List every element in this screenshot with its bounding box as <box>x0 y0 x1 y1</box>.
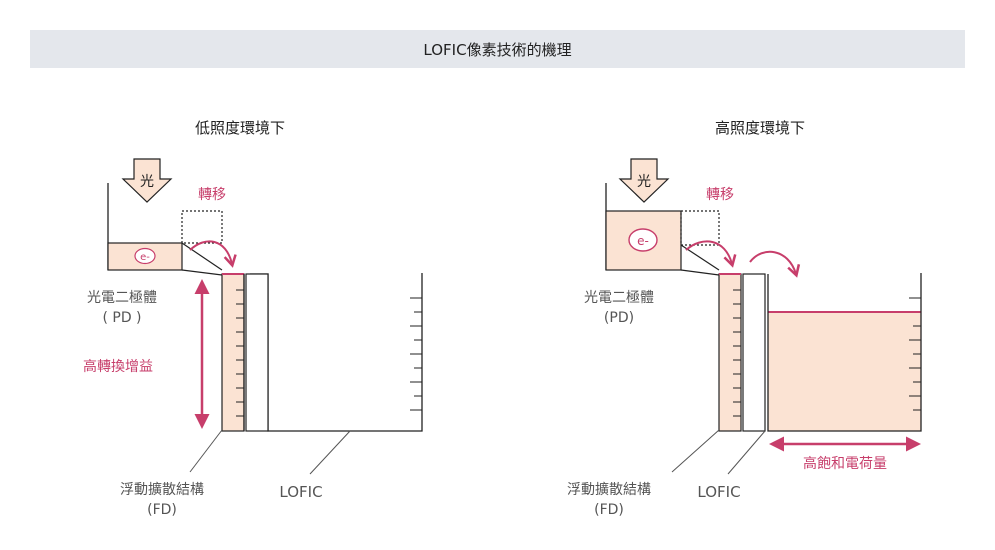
pd-abbr: ( PD ) <box>102 310 141 326</box>
transfer-arrow <box>189 240 237 268</box>
transfer-label: 轉移 <box>706 187 734 203</box>
pd-abbr: (PD) <box>604 310 634 326</box>
light-arrow-icon: 光 <box>121 158 173 203</box>
lofic-switch <box>245 273 269 432</box>
lofic-charge <box>768 312 921 431</box>
fd-ticks <box>236 289 244 417</box>
fd-ticks <box>733 289 741 417</box>
right-heading: 高照度環境下 <box>715 119 805 137</box>
transfer-label: 轉移 <box>198 187 226 203</box>
lofic-label: LOFIC <box>697 483 740 501</box>
fd-leader <box>189 429 223 473</box>
left-panel: 低照度環境下 光 e- 轉移 <box>83 119 423 518</box>
fd-abbr: (FD) <box>594 502 624 518</box>
gate-slope <box>181 269 223 276</box>
transfer-gate <box>181 210 223 244</box>
lofic-label: LOFIC <box>279 483 322 501</box>
fd-column <box>718 273 742 432</box>
gate-slope <box>181 242 223 271</box>
lofic-leader <box>727 430 766 475</box>
fd-abbr: (FD) <box>147 502 177 518</box>
title-bar: LOFIC像素技術的機理 <box>30 30 965 68</box>
electron-label: e- <box>140 252 150 263</box>
light-label: 光 <box>140 174 154 190</box>
capacity-label: 高飽和電荷量 <box>803 455 887 472</box>
lofic-leader <box>309 430 351 475</box>
lofic-ticks <box>909 297 921 411</box>
right-panel: 高照度環境下 光 e- 轉移 <box>567 119 922 518</box>
lofic-tank <box>243 273 423 432</box>
lofic-tank <box>767 273 922 432</box>
left-heading: 低照度環境下 <box>195 119 285 137</box>
gate-slope <box>680 269 720 276</box>
fd-label: 浮動擴散結構 <box>567 481 651 498</box>
lofic-switch <box>742 273 766 432</box>
light-arrow-icon: 光 <box>618 158 670 203</box>
gain-label: 高轉換增益 <box>83 358 153 375</box>
transfer-gate <box>680 210 720 246</box>
overflow-arrow <box>749 250 801 278</box>
pd-label: 光電二極體 <box>87 290 157 306</box>
fd-leader <box>671 429 720 473</box>
fd-column <box>221 273 245 432</box>
electron-label: e- <box>637 234 649 248</box>
electron-icon: e- <box>134 247 156 265</box>
lofic-ticks <box>410 297 422 411</box>
light-label: 光 <box>637 174 651 190</box>
page-title: LOFIC像素技術的機理 <box>423 40 572 59</box>
transfer-arrow <box>685 240 737 268</box>
fd-label: 浮動擴散結構 <box>120 481 204 498</box>
pd-label: 光電二極體 <box>584 290 654 306</box>
electron-icon: e- <box>628 228 658 252</box>
